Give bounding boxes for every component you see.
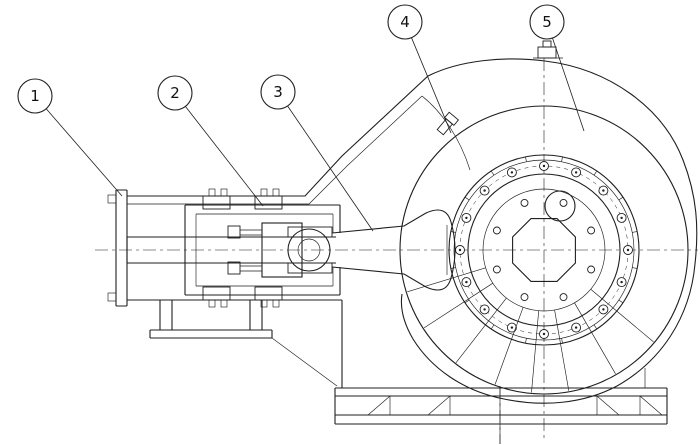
callout-2: 2	[157, 75, 264, 207]
callout-balloon-5	[529, 4, 565, 40]
callout-1: 1	[17, 78, 123, 197]
coupling-sleeve	[261, 222, 303, 278]
bearing-bore	[287, 226, 333, 274]
scroll-outline	[127, 58, 698, 404]
callout-balloon-4	[387, 4, 423, 40]
inlet-flange	[107, 189, 128, 307]
callout-balloon-3	[260, 74, 296, 110]
callouts: 1 2 3 4 5	[17, 4, 585, 232]
scroll-inner-wall	[127, 95, 423, 205]
bearing-caps	[202, 188, 283, 308]
leader-line-2	[185, 106, 264, 207]
hub-bolts	[492, 198, 596, 302]
stud-bolts	[227, 225, 262, 275]
callout-5: 5	[529, 4, 585, 132]
cover-port-circle	[544, 190, 576, 222]
callout-label-2: 2	[170, 84, 180, 102]
leader-line-3	[287, 105, 374, 232]
leader-line-4	[411, 37, 452, 134]
housing-inner-box	[195, 213, 334, 287]
lower-rib-spokes	[407, 267, 654, 393]
callout-3: 3	[260, 74, 374, 232]
callout-label-4: 4	[400, 13, 410, 31]
drive-arm	[331, 209, 456, 291]
leader-line-1	[45, 108, 123, 197]
bearing-frame	[107, 188, 343, 388]
support-bracket	[149, 300, 338, 387]
callout-balloon-2	[157, 75, 193, 111]
callout-balloon-1	[17, 78, 53, 114]
cover-flange-ring	[407, 154, 654, 393]
shaft-hub	[512, 218, 576, 282]
callout-label-5: 5	[542, 13, 552, 31]
duct-bolt-icon	[436, 111, 460, 136]
callout-label-3: 3	[273, 83, 283, 101]
top-vent-plug-icon	[533, 40, 563, 59]
base-frame	[334, 368, 668, 444]
callout-4: 4	[387, 4, 452, 134]
callout-label-1: 1	[30, 87, 40, 105]
casing-side-circle	[399, 105, 689, 395]
flange-bolts	[455, 161, 633, 339]
leader-line-5	[552, 37, 585, 132]
volute-casing	[127, 40, 698, 404]
housing-bottom	[127, 299, 343, 388]
suction-inner-wall	[421, 95, 471, 171]
